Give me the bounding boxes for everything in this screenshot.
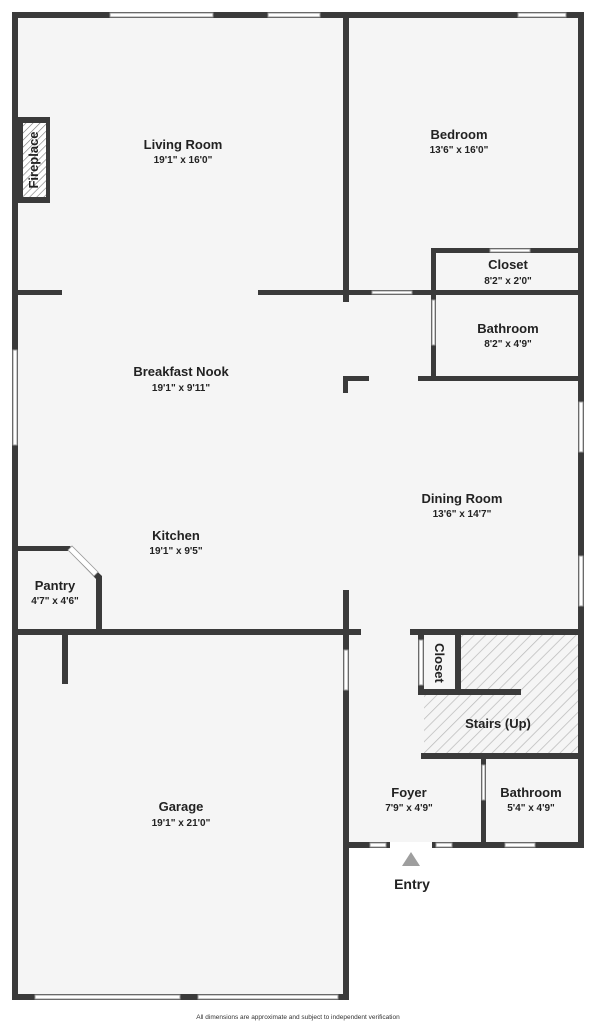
fireplace-icon: Fireplace [17, 117, 50, 203]
kitchen-name: Kitchen [152, 528, 200, 543]
stairs-name: Stairs (Up) [465, 716, 531, 731]
fireplace-label: Fireplace [26, 131, 41, 188]
room-labels: Living Room 19'1" x 16'0" Bedroom 13'6" … [31, 127, 562, 829]
entry-label: Entry [394, 876, 430, 892]
pantry-door-opening [67, 545, 99, 577]
living-room-dims: 19'1" x 16'0" [154, 155, 213, 166]
breakfast-nook-dims: 19'1" x 9'11" [152, 383, 210, 394]
disclaimer: All dimensions are approximate and subje… [196, 1014, 400, 1021]
bathroom-bottom-dims: 5'4" x 4'9" [507, 803, 555, 814]
windows [12, 12, 584, 1000]
dining-room-name: Dining Room [422, 491, 503, 506]
floor-areas [15, 15, 581, 997]
foyer-name: Foyer [391, 785, 426, 800]
kitchen-dims: 19'1" x 9'5" [149, 546, 202, 557]
bathroom-top-name: Bathroom [477, 321, 538, 336]
foyer-dims: 7'9" x 4'9" [385, 803, 433, 814]
entry-arrow-icon [402, 852, 420, 866]
closet-stairs-name: Closet [432, 643, 447, 683]
living-room-name: Living Room [144, 137, 223, 152]
bedroom-dims: 13'6" x 16'0" [430, 145, 489, 156]
garage-name: Garage [159, 799, 204, 814]
garage-dims: 19'1" x 21'0" [152, 818, 211, 829]
breakfast-nook-name: Breakfast Nook [133, 364, 229, 379]
pantry-name: Pantry [35, 578, 76, 593]
pantry-dims: 4'7" x 4'6" [31, 596, 79, 607]
bedroom-name: Bedroom [430, 127, 487, 142]
bathroom-bottom-name: Bathroom [500, 785, 561, 800]
bathroom-top-dims: 8'2" x 4'9" [484, 339, 532, 350]
dining-room-dims: 13'6" x 14'7" [433, 509, 492, 520]
closet-top-dims: 8'2" x 2'0" [484, 276, 532, 287]
closet-top-name: Closet [488, 257, 528, 272]
